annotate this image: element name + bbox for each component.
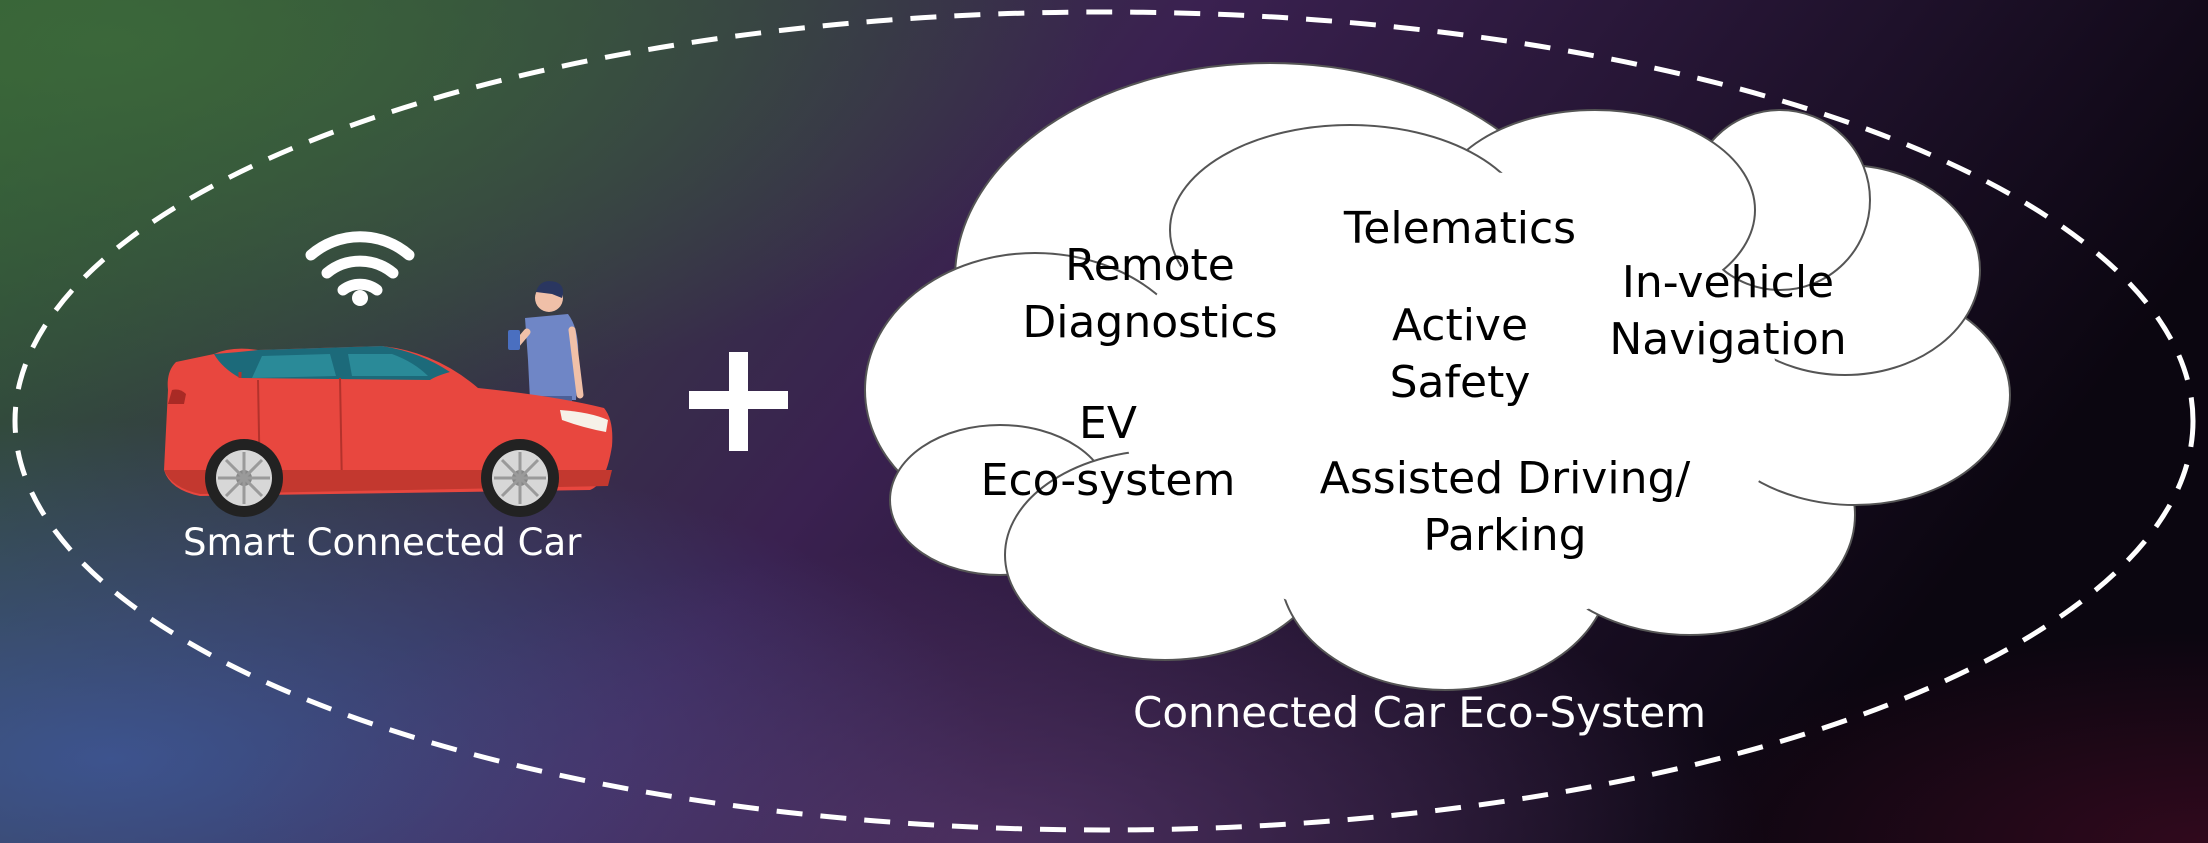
person-with-phone-icon bbox=[508, 281, 584, 406]
service-line-1: Remote bbox=[1065, 240, 1235, 291]
service-active-safety: Active Safety bbox=[1360, 297, 1560, 411]
plus-symbol bbox=[689, 352, 788, 451]
wifi-icon bbox=[305, 231, 415, 306]
service-line-2: Parking bbox=[1423, 510, 1587, 561]
service-line-1: In-vehicle bbox=[1621, 257, 1835, 308]
service-line-1: Active bbox=[1391, 300, 1529, 351]
service-telematics: Telematics bbox=[1330, 200, 1590, 257]
red-suv-icon bbox=[164, 346, 613, 517]
service-line-2: Eco-system bbox=[980, 455, 1236, 506]
service-line-1: Telematics bbox=[1343, 203, 1577, 254]
car-caption: Smart Connected Car bbox=[183, 521, 582, 564]
service-line-1: EV bbox=[1079, 398, 1137, 449]
service-line-2: Diagnostics bbox=[1022, 297, 1278, 348]
service-assisted-driving-parking: Assisted Driving/ Parking bbox=[1300, 450, 1710, 564]
service-in-vehicle-navigation: In-vehicle Navigation bbox=[1600, 254, 1856, 368]
service-line-2: Safety bbox=[1389, 357, 1531, 408]
service-line-1: Assisted Driving/ bbox=[1319, 453, 1691, 504]
service-line-2: Navigation bbox=[1609, 314, 1847, 365]
ecosystem-caption: Connected Car Eco-System bbox=[1133, 688, 1707, 737]
ecosystem-cloud bbox=[864, 62, 2011, 691]
service-remote-diagnostics: Remote Diagnostics bbox=[1020, 237, 1280, 351]
ecosystem-boundary bbox=[12, 9, 2196, 833]
service-ev-eco-system: EV Eco-system bbox=[976, 395, 1240, 509]
